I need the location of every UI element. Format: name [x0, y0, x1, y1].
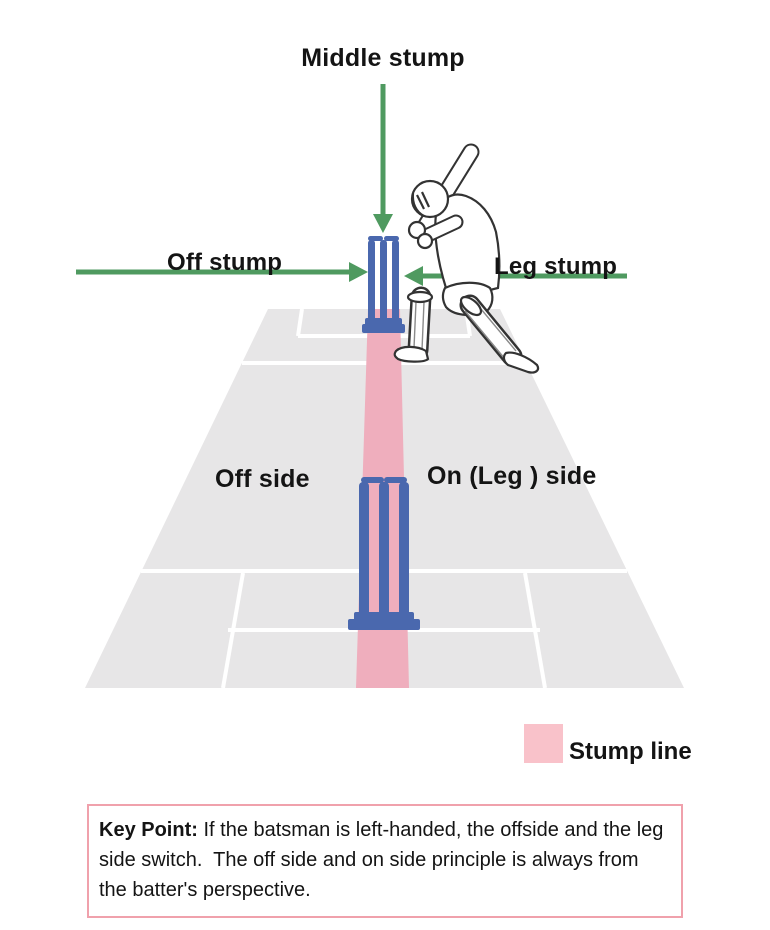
front-knee-roll	[406, 290, 434, 304]
back-knee-roll	[459, 295, 483, 317]
near-stump	[392, 240, 399, 321]
far-stump-base	[348, 619, 420, 630]
far-stump	[359, 482, 369, 616]
near-stump-base	[362, 324, 405, 333]
helmet-grille	[411, 192, 425, 217]
legend-label: Stump line	[569, 738, 692, 765]
arrow-down-head	[373, 214, 393, 233]
pad-ridge	[475, 302, 517, 352]
pad-ridge	[464, 310, 506, 360]
far-bail	[361, 477, 384, 483]
near-stump	[368, 240, 375, 321]
pad-ridge	[421, 301, 425, 351]
batsman-front-pad	[410, 289, 429, 358]
batsman-illustration	[393, 143, 540, 374]
arrow-right-head	[349, 262, 368, 282]
stump-line-swatch-icon	[524, 724, 563, 763]
top-left-return-crease	[296, 308, 304, 337]
key-point-label: Key Point:	[99, 819, 198, 841]
leg-stump-label: Leg stump	[494, 253, 618, 280]
far-stump	[379, 482, 389, 616]
batsman-back-shoe	[502, 351, 540, 374]
helmet-grille	[416, 194, 425, 210]
off-stump-label: Off stump	[167, 249, 283, 276]
key-point-box: Key Point: If the batsman is left-handed…	[87, 804, 683, 918]
legend-swatch	[524, 724, 563, 763]
near-wicket-stumps-icon	[362, 236, 405, 333]
near-bail	[368, 236, 383, 241]
key-point-text: Key Point: If the batsman is left-handed…	[99, 815, 669, 905]
pad-ridge	[413, 301, 417, 349]
middle-stump-label: Middle stump	[301, 44, 465, 72]
stump-pointer-arrows	[76, 84, 627, 286]
far-stump	[399, 482, 409, 616]
batsman-arms	[420, 216, 462, 242]
far-stump-base	[354, 612, 414, 621]
near-stump	[380, 240, 387, 321]
batsman-front-shoe	[393, 345, 430, 363]
far-bail	[384, 477, 407, 483]
batsman-glove	[416, 232, 434, 250]
near-bail	[384, 236, 399, 241]
far-wicket-stumps-icon	[348, 477, 420, 630]
helmet-grille	[421, 191, 430, 208]
on-side-label: On (Leg ) side	[427, 462, 597, 490]
arrow-left-head	[404, 266, 423, 286]
off-side-label: Off side	[215, 465, 310, 493]
key-point-body: If the batsman is left-handed, the offsi…	[99, 819, 669, 901]
stump-line-legend: Stump line	[524, 724, 692, 765]
